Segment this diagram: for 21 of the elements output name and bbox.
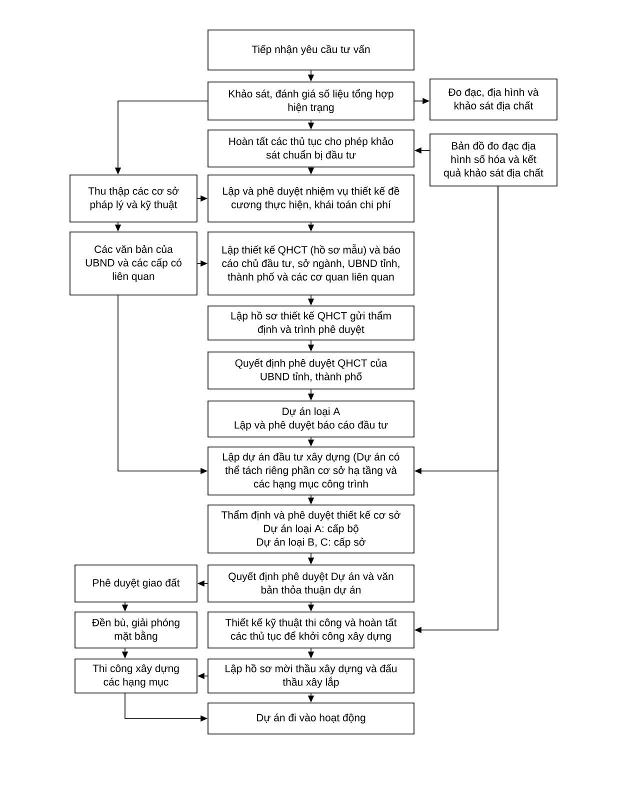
process-box: Thiết kế kỹ thuật thi công và hoàn tất các thủ tục để khởi công xây dựng — [208, 612, 414, 648]
process-box: Thu thập các cơ sở pháp lý và kỹ thuật — [70, 174, 198, 222]
process-box: Tiếp nhận yêu cầu tư vấn — [208, 30, 414, 70]
process-box: Đo đạc, địa hình và khảo sát địa chất — [430, 78, 558, 120]
process-box: Lập thiết kế QHCT (hồ sơ mẫu) và báo cáo chủ đầu tư, sở ngành, UBND tỉnh, thành phố và các cơ quan liên quan — [208, 232, 414, 296]
process-box: Quyết định phê duyệt Dự án và văn bản thỏa thuận dự án — [208, 564, 414, 602]
process-box: Đền bù, giải phóng mặt bằng — [74, 612, 198, 648]
process-box: Bản đồ đo đạc địa hình số hóa và kết quả khảo sát địa chất — [430, 134, 558, 186]
process-box: Thi công xây dựng các hạng mục — [74, 658, 198, 694]
process-box: Dự án loại A Lập và phê duyệt báo cáo đầu tư — [208, 400, 414, 438]
process-box: Lập dự án đầu tư xây dựng (Dự án có thể tách riêng phần cơ sở hạ tầng và các hạng mục công trình — [208, 446, 414, 496]
process-box: Phê duyệt giao đất — [74, 564, 198, 602]
process-box: Dự án đi vào hoạt động — [208, 702, 414, 734]
process-box: Quyết định phê duyệt QHCT của UBND tỉnh, thành phố — [208, 352, 414, 390]
process-box: Lập và phê duyệt nhiệm vụ thiết kế đề cương thực hiện, khái toán chi phí — [208, 174, 414, 222]
process-box: Thẩm định và phê duyệt thiết kế cơ sở Dự án loại A: cấp bộ Dự án loại B, C: cấp sở — [208, 504, 414, 554]
process-box: Các văn bản của UBND và các cấp có liên quan — [70, 232, 198, 296]
process-box: Hoàn tất các thủ tục cho phép khảo sát chuẩn bị đầu tư — [208, 130, 414, 168]
process-box: Lập hồ sơ thiết kế QHCT gửi thẩm định và trình phê duyệt — [208, 306, 414, 340]
process-box: Lập hồ sơ mời thầu xây dựng và đấu thầu xây lắp — [208, 658, 414, 694]
process-box: Khảo sát, đánh giá số liệu tổng hợp hiện trạng — [208, 82, 414, 120]
